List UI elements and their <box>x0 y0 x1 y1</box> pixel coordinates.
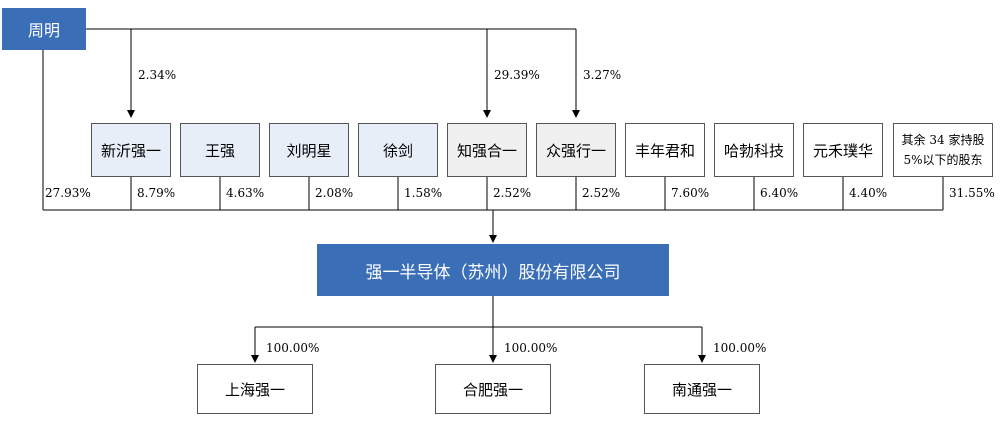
shareholder-stake: 4.40% <box>849 186 888 200</box>
shareholder-stake: 7.60% <box>671 186 710 200</box>
shareholder-name: 王强 <box>204 141 235 160</box>
shareholder-name: 众强行一 <box>545 141 606 160</box>
shareholder-name: 新沂强一 <box>100 141 161 160</box>
subsidiary-stake: 100.00% <box>266 341 320 355</box>
shareholder-box: 众强行一 <box>536 123 616 177</box>
shareholder-name: 刘明星 <box>286 141 332 160</box>
company-name: 强一半导体（苏州）股份有限公司 <box>365 262 621 283</box>
shareholder-stake: 4.63% <box>226 186 265 200</box>
shareholder-box-others: 其余 34 家持股 5%以下的股东 <box>893 123 993 177</box>
shareholder-stake: 2.52% <box>493 186 532 200</box>
shareholder-box: 知强合一 <box>447 123 527 177</box>
subsidiary-box: 南通强一 <box>644 364 760 414</box>
indirect-stake-xinyi: 2.34% <box>138 68 177 82</box>
controller-box: 周明 <box>2 8 86 50</box>
indirect-stake-zhongqiang: 3.27% <box>583 68 622 82</box>
shareholder-name: 丰年君和 <box>634 141 695 160</box>
shareholder-box: 新沂强一 <box>91 123 171 177</box>
shareholder-name-line2: 5%以下的股东 <box>903 153 983 167</box>
shareholder-name: 元禾璞华 <box>812 141 873 160</box>
shareholder-name-line1: 其余 34 家持股 <box>901 133 985 147</box>
subsidiary-stake: 100.00% <box>713 341 767 355</box>
shareholder-stake: 31.55% <box>949 186 995 200</box>
shareholder-name: 徐剑 <box>382 141 413 160</box>
shareholder-box: 元禾璞华 <box>803 123 883 177</box>
subsidiary-name: 上海强一 <box>224 380 285 399</box>
controller-direct-stake: 27.93% <box>45 186 91 200</box>
company-box: 强一半导体（苏州）股份有限公司 <box>317 244 669 296</box>
subsidiary-name: 合肥强一 <box>462 380 523 399</box>
shareholder-box: 丰年君和 <box>625 123 705 177</box>
shareholder-stake: 8.79% <box>137 186 176 200</box>
shareholder-name: 哈勃科技 <box>723 141 784 160</box>
shareholder-box: 哈勃科技 <box>714 123 794 177</box>
controller-name: 周明 <box>27 21 60 40</box>
shareholder-name: 知强合一 <box>456 141 517 160</box>
subsidiary-box: 上海强一 <box>197 364 313 414</box>
shareholder-box: 徐剑 <box>358 123 438 177</box>
shareholder-box: 王强 <box>180 123 260 177</box>
shareholder-stake: 2.08% <box>315 186 354 200</box>
subsidiary-box: 合肥强一 <box>435 364 551 414</box>
indirect-stake-zhiqiang: 29.39% <box>494 68 540 82</box>
shareholder-stake: 6.40% <box>760 186 799 200</box>
shareholder-stake: 2.52% <box>582 186 621 200</box>
shareholder-box: 刘明星 <box>269 123 349 177</box>
subsidiary-stake: 100.00% <box>504 341 558 355</box>
subsidiary-name: 南通强一 <box>671 380 732 399</box>
shareholder-stake: 1.58% <box>404 186 443 200</box>
